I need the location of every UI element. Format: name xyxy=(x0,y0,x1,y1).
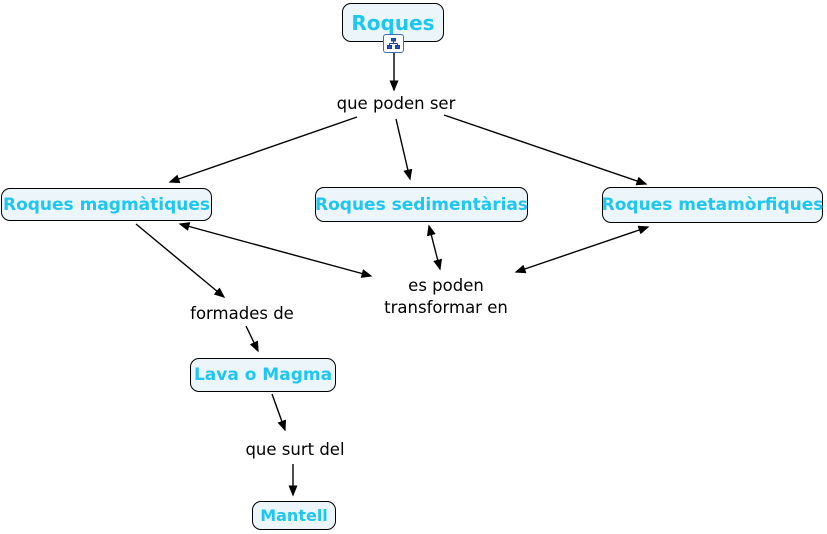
resource-link-button[interactable] xyxy=(383,34,404,53)
concept-node-lava-o-magma[interactable]: Lava o Magma xyxy=(190,358,336,392)
arrow-que-poden-ser-to-sedimentarias xyxy=(395,118,413,181)
linking-phrase-que-surt-del[interactable]: que surt del xyxy=(245,440,345,459)
arrow-magmatiques-to-formades-de xyxy=(135,223,226,298)
linking-phrase-es-poden-transformar-en[interactable]: es poden transformar en xyxy=(384,276,508,317)
arrow-formades-de-to-lava xyxy=(245,325,259,353)
linking-phrase-formades-de[interactable]: formades de xyxy=(190,304,294,323)
arrow-sedimentarias-es-poden-bidirectional xyxy=(426,224,443,271)
concept-node-roques-metamorfiques[interactable]: Roques metamòrfiques xyxy=(602,187,823,223)
linking-phrase-que-poden-ser[interactable]: que poden ser xyxy=(336,94,456,113)
concept-label-roques-metamorfiques: Roques metamòrfiques xyxy=(601,195,824,215)
arrow-que-poden-ser-to-magmatiques xyxy=(168,116,358,184)
concept-label-roques-magmatiques: Roques magmàtiques xyxy=(2,194,211,215)
arrow-magmatiques-es-poden-bidirectional xyxy=(178,222,373,278)
concept-node-mantell[interactable]: Mantell xyxy=(252,501,336,530)
concept-label-mantell: Mantell xyxy=(260,506,328,525)
sitemap-icon xyxy=(387,38,400,49)
concept-node-roques-magmatiques[interactable]: Roques magmàtiques xyxy=(1,188,212,221)
concept-label-roques-sedimentarias: Roques sedimentàrias xyxy=(315,194,528,215)
concept-node-roques-sedimentarias[interactable]: Roques sedimentàrias xyxy=(315,187,528,222)
concept-label-lava-o-magma: Lava o Magma xyxy=(193,365,333,385)
arrow-metamorfiques-es-poden-bidirectional xyxy=(514,225,650,274)
concept-label-roques: Roques xyxy=(351,10,435,35)
arrow-que-poden-ser-to-metamorfiques xyxy=(443,114,648,186)
arrow-lava-to-que-surt-del xyxy=(271,393,287,432)
